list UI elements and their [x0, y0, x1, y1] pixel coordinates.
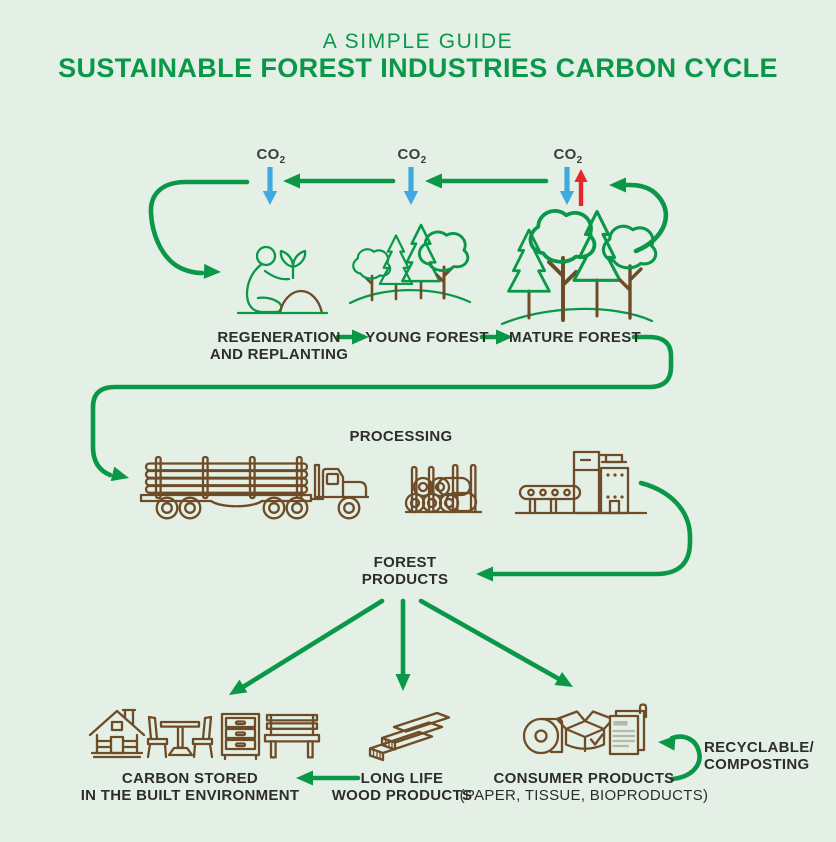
arrow-mill-to-forest-products — [489, 480, 693, 577]
label-regeneration: REGENERATION AND REPLANTING — [209, 329, 349, 363]
seedling-icon — [279, 249, 307, 280]
label-forest-products: FOREST PRODUCTS — [361, 554, 449, 588]
house-icon — [88, 708, 146, 759]
title-kicker: A SIMPLE GUIDE — [322, 30, 514, 53]
lumber-stack-icon — [368, 711, 451, 762]
label-built-environment: CARBON STORED IN THE BUILT ENVIRONMENT — [80, 770, 300, 804]
arrow-recycle-loop — [669, 734, 702, 782]
arrow-co2-to-regeneration — [148, 179, 250, 276]
young-forest-icon — [348, 223, 472, 305]
cycle-arrows — [90, 173, 702, 786]
paper-documents-icon — [608, 703, 648, 756]
co2-exchange-arrows — [262, 167, 588, 206]
soil-mound-icon — [278, 289, 324, 315]
arrow-fp-to-built — [240, 598, 385, 690]
arrow-mature-to-processing — [90, 334, 674, 478]
label-wood-products: LONG LIFE WOOD PRODUCTS — [331, 770, 473, 804]
mature-forest-icon — [500, 208, 658, 326]
processing-mill-icon — [514, 450, 648, 515]
arrow-fp-to-consumer — [418, 598, 562, 682]
chest-of-drawers-icon — [220, 712, 261, 761]
label-processing: PROCESSING — [349, 428, 453, 445]
log-pile-icon — [404, 463, 483, 514]
co2-label-middle: CO2 — [397, 146, 427, 166]
cardboard-box-icon — [555, 710, 615, 753]
co2-up-arrow — [574, 169, 588, 206]
page-title: SUSTAINABLE FOREST INDUSTRIES CARBON CYC… — [58, 53, 778, 83]
label-mature-forest: MATURE FOREST — [509, 329, 641, 346]
planting-person-icon — [236, 245, 329, 315]
paper-roll-icon — [522, 717, 564, 755]
co2-down-arrow-left — [262, 167, 278, 205]
log-truck-icon — [139, 455, 370, 520]
bench-icon — [263, 713, 321, 759]
arrow-mature-to-co2 — [622, 182, 669, 254]
label-consumer-products: CONSUMER PRODUCTS (PAPER, TISSUE, BIOPRO… — [459, 770, 709, 804]
co2-down-arrow-right — [559, 167, 575, 205]
label-young-forest: YOUNG FOREST — [365, 329, 489, 346]
co2-down-arrow-middle — [403, 167, 419, 205]
co2-label-right: CO2 — [553, 146, 583, 166]
label-recycling: RECYCLABLE/ COMPOSTING — [704, 739, 814, 773]
co2-label-left: CO2 — [256, 146, 286, 166]
table-and-chairs-icon — [146, 715, 214, 759]
